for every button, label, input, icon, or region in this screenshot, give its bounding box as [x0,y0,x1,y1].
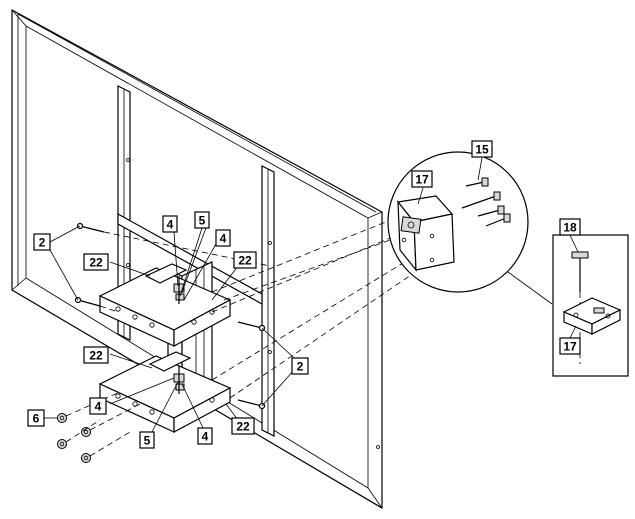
callout-15-text: 15 [475,143,489,157]
callout-22-upper-right: 22 [233,251,257,269]
callout-4-bottom-right-text: 4 [202,430,209,444]
callout-6: 6 [27,409,45,427]
callout-17-panel: 17 [559,337,581,355]
callout-2-upper: 2 [33,233,51,251]
callout-17-panel-text: 17 [563,340,577,354]
callout-5-bottom: 5 [139,431,155,449]
callout-15: 15 [471,140,493,158]
callout-4-top-left: 4 [162,215,178,233]
callout-leaders [44,157,579,433]
callout-6-text: 6 [33,412,40,426]
callout-4-top-left-text: 4 [167,218,174,232]
callout-22-lower-left: 22 [83,346,109,364]
callout-17-detail-circle-text: 17 [415,173,429,187]
mounting-bracket-assembly [98,261,232,434]
callout-5-top-text: 5 [199,214,206,228]
callout-18: 18 [559,218,581,236]
callout-4-bottom-left: 4 [89,397,107,415]
callout-22-upper-left-text: 22 [89,256,103,270]
backboard [11,8,383,510]
callout-5-top: 5 [194,211,210,229]
callout-22-upper-right-text: 22 [238,254,252,268]
callout-2-right: 2 [291,357,309,375]
callout-4-top-right-text: 4 [220,232,227,246]
callout-4-bottom-left-text: 4 [95,400,102,414]
callout-22-lower-right: 22 [231,417,255,435]
callout-22-lower-left-text: 22 [89,349,103,363]
callout-18-text: 18 [563,221,577,235]
callout-17-detail-circle: 17 [411,170,433,188]
callout-22-upper-left: 22 [83,253,109,271]
hex-nuts [57,391,141,463]
callout-2-upper-text: 2 [39,236,46,250]
callout-22-lower-right-text: 22 [236,420,250,434]
callout-4-bottom-right: 4 [197,427,213,445]
callout-4-top-right: 4 [215,229,231,247]
detail-panel-right [552,234,629,377]
callout-2-right-text: 2 [297,360,304,374]
callout-5-bottom-text: 5 [144,434,151,448]
